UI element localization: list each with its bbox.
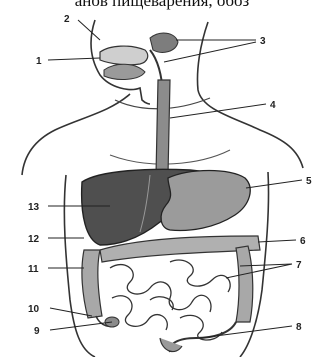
label-12: 12 — [28, 234, 40, 245]
salivary-gland — [150, 33, 178, 52]
ascending-colon — [82, 250, 102, 318]
clavicle-line — [110, 150, 230, 164]
label-8: 8 — [296, 322, 302, 333]
label-4: 4 — [270, 100, 276, 111]
label-13: 13 — [28, 202, 40, 213]
label-7: 7 — [296, 260, 302, 271]
small-intestine — [110, 260, 230, 340]
label-10: 10 — [28, 304, 40, 315]
label-6: 6 — [300, 236, 306, 247]
stomach — [161, 171, 250, 231]
label-1: 1 — [36, 56, 42, 67]
esophagus — [156, 80, 170, 175]
descending-colon — [236, 246, 253, 322]
label-9: 9 — [34, 326, 40, 337]
neck-right-outline — [197, 22, 303, 168]
label-3: 3 — [260, 36, 266, 47]
label-11: 11 — [28, 264, 39, 275]
shoulder-left-outline — [22, 94, 130, 175]
label-2: 2 — [64, 14, 70, 25]
label-5: 5 — [306, 176, 312, 187]
nasal-cavity — [100, 46, 148, 65]
tongue — [104, 64, 145, 79]
